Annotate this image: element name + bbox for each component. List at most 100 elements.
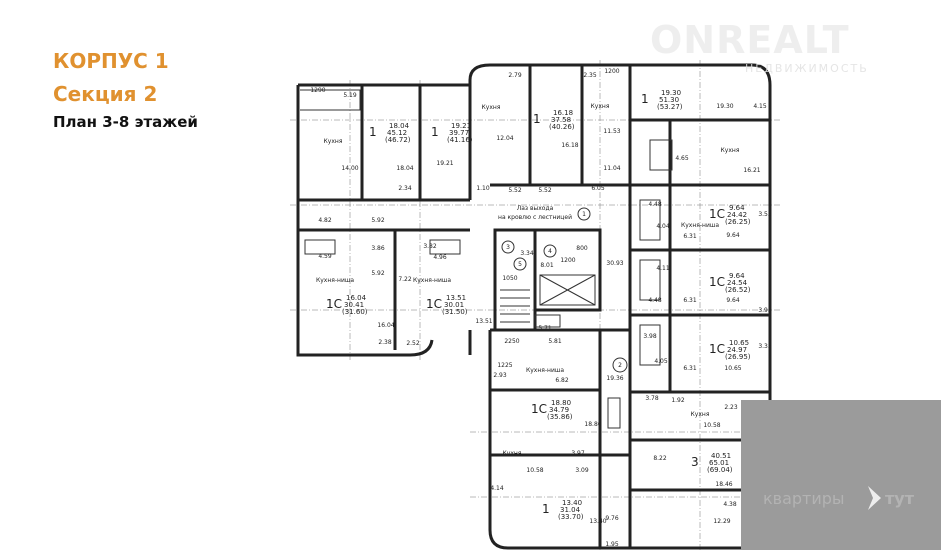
room-label: 1225: [497, 362, 512, 369]
marker: 4: [548, 248, 552, 255]
roof-exit-label: Лаз выхода: [517, 205, 554, 212]
room-label: 4.48: [648, 297, 662, 304]
total-area-with-balcony: (41.16): [447, 136, 473, 144]
room-label: 18.46: [715, 481, 732, 488]
walls: [296, 63, 772, 550]
marker: 3: [506, 244, 510, 251]
core-labels: Лаз выхода на кровлю с лестницей 1 3 5 4…: [498, 205, 628, 373]
floor-plan-title: План 3-8 этажей: [53, 113, 198, 131]
marker: 2: [618, 362, 622, 369]
room-label: 5.71: [538, 325, 552, 332]
marker-circle: [513, 257, 527, 271]
apartment-type: 1С: [326, 297, 342, 311]
apartment-type: 1: [431, 125, 439, 139]
total-area-with-balcony: (31.60): [342, 308, 368, 316]
total-area-with-balcony: (26.95): [725, 353, 751, 361]
room-label: 4.11: [656, 265, 670, 272]
total-area: 37.58: [551, 116, 571, 124]
total-area: 30.01: [444, 301, 464, 309]
total-area: 24.97: [727, 346, 747, 354]
total-area: 39.77: [449, 129, 469, 137]
living-area: 16.04: [346, 294, 367, 302]
room-label: 5.19: [343, 92, 357, 99]
total-area-with-balcony: (31.50): [442, 308, 468, 316]
room-label: 2.35: [583, 72, 597, 79]
room-label: 14.00: [341, 165, 358, 172]
living-area: 40.51: [711, 452, 731, 460]
apartment-type: 1С: [709, 275, 725, 289]
room-label: Кухня: [721, 147, 740, 154]
room-label: 6.31: [683, 233, 697, 240]
room-label: 1.95: [605, 541, 619, 548]
room-label: 19.30: [716, 103, 733, 110]
room-label: 2.23: [724, 404, 738, 411]
living-area: 9.64: [729, 272, 745, 280]
room-label: 10.58: [526, 467, 543, 474]
room-label: 6.82: [555, 377, 569, 384]
room-label: 4.05: [654, 358, 668, 365]
roof-exit-label-2: на кровлю с лестницей: [498, 214, 572, 221]
dimension-label: 1200: [560, 257, 575, 264]
room-label: 13.51: [475, 318, 492, 325]
room-label: 9.64: [726, 232, 740, 239]
room-label: 10.65: [724, 365, 741, 372]
dimension-label: 800: [576, 245, 588, 252]
room-label: 19.36: [606, 375, 623, 382]
room-label: Кухня: [482, 104, 501, 111]
marker-circle: [543, 244, 557, 258]
total-area: 45.12: [387, 129, 407, 137]
living-area: 18.04: [389, 122, 410, 130]
room-label: 3.78: [645, 395, 659, 402]
room-label: 16.04: [377, 322, 394, 329]
total-area: 24.42: [727, 211, 747, 219]
living-area: 13.40: [562, 499, 582, 507]
total-area-with-balcony: (69.04): [707, 466, 733, 474]
living-area: 19.21: [451, 122, 471, 130]
total-area-with-balcony: (40.26): [549, 123, 575, 131]
living-area: 10.65: [729, 339, 749, 347]
total-area: 51.30: [659, 96, 679, 104]
onrealt-watermark: ONREALT: [650, 18, 850, 62]
room-label: 16.18: [561, 142, 578, 149]
building-title: КОРПУС 1: [53, 49, 169, 73]
room-label: 5.52: [538, 187, 552, 194]
room-label: 4.38: [723, 501, 737, 508]
total-area: 31.04: [560, 506, 581, 514]
room-label: 4.48: [648, 201, 662, 208]
room-label: 8.22: [653, 455, 667, 462]
room-label: 3.09: [575, 467, 589, 474]
living-area: 9.64: [729, 204, 745, 212]
room-label: Кухня-ниша: [526, 367, 564, 374]
living-area: 13.51: [446, 294, 466, 302]
room-label: 1290: [310, 87, 325, 94]
room-label: Кухня: [691, 411, 710, 418]
room-label: 1.92: [671, 397, 685, 404]
room-label: 2.79: [508, 72, 522, 79]
room-label: 4.96: [433, 254, 447, 261]
room-label: 18.04: [396, 165, 413, 172]
total-area-with-balcony: (33.70): [558, 513, 584, 521]
room-label: Кухня: [503, 450, 522, 457]
room-label: 9.64: [726, 297, 740, 304]
room-label: 4.59: [318, 253, 332, 260]
room-label: 3.95: [758, 307, 772, 314]
living-area: 19.30: [661, 89, 681, 97]
room-label: Кухня-ниша: [681, 222, 719, 229]
total-area: 30.41: [344, 301, 364, 309]
apartment-type: 1С: [709, 342, 725, 356]
total-area: 65.01: [709, 459, 729, 467]
room-label: 16.21: [743, 167, 760, 174]
area-label: 3.34: [520, 250, 534, 257]
room-label: 4.04: [656, 223, 670, 230]
room-label: 3.98: [643, 333, 657, 340]
room-label: 11.04: [603, 165, 620, 172]
room-label: 6.31: [683, 297, 697, 304]
living-area: 16.18: [553, 109, 573, 117]
